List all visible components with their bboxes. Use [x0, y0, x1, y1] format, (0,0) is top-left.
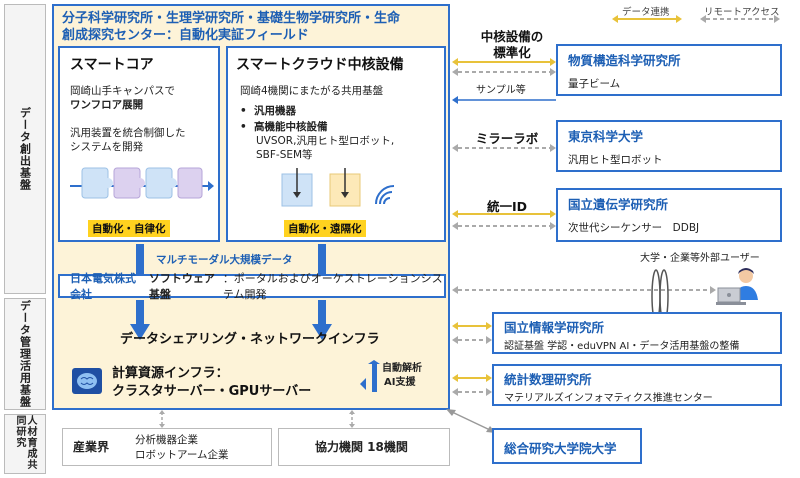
- smart-cloud-bullet1-text: 汎用機器: [254, 105, 297, 117]
- smart-core-line1: 岡崎山手キャンパスで: [70, 85, 175, 97]
- institute-ism: 統計数理研究所 マテリアルズインフォマティクス推進センター: [492, 364, 782, 406]
- nec-platform: ソフトウェア基盤: [148, 272, 215, 301]
- institute-nii: 国立情報学研究所 認証基盤 学認・eduVPN AI・データ活用基盤の整備: [492, 312, 782, 354]
- institute-kek-name: 物質構造科学研究所: [568, 53, 681, 68]
- ai-support-line2: AI支援: [384, 377, 416, 388]
- industry-sub2: ロボットアーム企業: [135, 449, 229, 461]
- external-users-label: 大学・企業等外部ユーザー: [640, 253, 760, 264]
- smart-cloud-title: スマートクラウド中核設備: [236, 57, 404, 73]
- institute-sokendai-name: 総合研究大学院大学: [504, 441, 617, 456]
- institute-kek-sub: 量子ビーム: [568, 78, 621, 90]
- partners-text: 協力機関 18機関: [315, 440, 408, 454]
- institute-nig: 国立遺伝学研究所 次世代シーケンサー DDBJ: [556, 188, 782, 242]
- label-hr-joint-text: 人材育成共同研究: [14, 415, 36, 470]
- smart-cloud-bullet2: • 高機能中核設備: [240, 121, 328, 133]
- legend-data-link: データ連携: [622, 7, 670, 18]
- smart-core-box: スマートコア 岡崎山手キャンパスで ワンフロア展開 汎用装置を統合制御した シス…: [58, 46, 220, 242]
- field-title-line1: 分子科学研究所・生理学研究所・基礎生物学研究所・生命: [62, 11, 401, 26]
- sample-label: サンプル等: [476, 85, 526, 96]
- industry-title: 産業界: [73, 440, 110, 454]
- user-laptop-icon: [716, 268, 758, 305]
- nec-company: 日本電気株式会社: [70, 272, 136, 301]
- institute-science-tokyo: 東京科学大学 汎用ヒト型ロボット: [556, 120, 782, 172]
- ai-support-line1: 自動解析: [382, 363, 422, 374]
- institute-sokendai: 総合研究大学院大学: [492, 428, 642, 464]
- smart-core-line3: 汎用装置を統合制御した: [70, 127, 186, 139]
- connection-arrows: [446, 58, 716, 433]
- smart-core-badge: 自動化・自律化: [88, 220, 170, 237]
- label-data-management: データ管理活用基盤: [4, 298, 46, 410]
- field-title: 分子科学研究所・生理学研究所・基礎生物学研究所・生命 創成探究センター：自動化実…: [62, 10, 447, 44]
- smart-cloud-bullet2-text: 高機能中核設備: [254, 121, 328, 133]
- institute-nig-name: 国立遺伝学研究所: [568, 197, 669, 212]
- nec-desc: ：ポータルおよびオーケストレーションシステム開発: [222, 272, 443, 301]
- multimodal-data-label: マルチモーダル大規模データ: [156, 254, 293, 266]
- label-data-creation: データ創出基盤: [4, 4, 46, 294]
- standardization-label-1: 中核設備の: [480, 29, 544, 44]
- nec-software-bar: 日本電気株式会社 ソフトウェア基盤 ：ポータルおよびオーケストレーションシステム…: [58, 272, 446, 301]
- field-title-line2: 創成探究センター：自動化実証フィールド: [62, 28, 309, 43]
- smart-core-line2: ワンフロア展開: [70, 99, 144, 111]
- institute-science-tokyo-name: 東京科学大学: [568, 129, 644, 144]
- legend-lines: [612, 15, 780, 23]
- mirror-lab-label: ミラーラボ: [475, 131, 539, 146]
- standardization-label-2: 標準化: [493, 45, 531, 60]
- ai-arrow-icon: [360, 360, 380, 392]
- smart-cloud-line1: 岡崎4機関にまたがる共用基盤: [240, 85, 384, 97]
- label-data-creation-text: データ創出基盤: [18, 107, 32, 191]
- smart-core-title: スマートコア: [70, 57, 154, 73]
- institute-nii-name: 国立情報学研究所: [504, 320, 605, 335]
- legend-remote: リモートアクセス: [704, 7, 780, 18]
- network-infra-text: データシェアリング・ネットワークインフラ: [120, 332, 380, 347]
- compute-infra-line2: クラスタサーバー・GPUサーバー: [112, 384, 312, 399]
- bottom-connectors: [159, 410, 355, 428]
- smart-cloud-line3: SBF-SEM等: [256, 149, 313, 161]
- unified-id-label: 統一ID: [486, 199, 528, 214]
- smart-cloud-bullet1: • 汎用機器: [240, 105, 297, 117]
- brain-icon: [72, 368, 102, 394]
- institute-ism-sub: マテリアルズインフォマティクス推進センター: [504, 393, 713, 404]
- flow-arrows: [130, 244, 332, 340]
- smart-cloud-line2: UVSOR,汎用ヒト型ロボット,: [256, 135, 395, 147]
- label-data-management-text: データ管理活用基盤: [18, 300, 32, 408]
- smart-cloud-box: スマートクラウド中核設備 岡崎4機関にまたがる共用基盤 • 汎用機器 • 高機能…: [226, 46, 446, 242]
- industry-box: 産業界 分析機器企業 ロボットアーム企業: [62, 428, 272, 466]
- institute-nii-sub: 認証基盤 学認・eduVPN AI・データ活用基盤の整備: [504, 341, 740, 352]
- partners-box: 協力機関 18機関: [278, 428, 450, 466]
- puzzle-icon: [70, 167, 214, 199]
- label-hr-joint: 人材育成共同研究: [4, 414, 46, 474]
- institute-nig-sub: 次世代シーケンサー DDBJ: [568, 222, 700, 234]
- compute-infra-line1: 計算資源インフラ：: [112, 366, 229, 381]
- smart-cloud-badge: 自動化・遠隔化: [284, 220, 366, 237]
- institute-science-tokyo-sub: 汎用ヒト型ロボット: [568, 154, 663, 166]
- smart-core-line4: システムを開発: [70, 141, 144, 153]
- industry-sub1: 分析機器企業: [135, 434, 198, 446]
- institute-kek: 物質構造科学研究所 量子ビーム: [556, 44, 782, 96]
- equipment-icon: [281, 168, 395, 207]
- institute-ism-name: 統計数理研究所: [504, 372, 592, 387]
